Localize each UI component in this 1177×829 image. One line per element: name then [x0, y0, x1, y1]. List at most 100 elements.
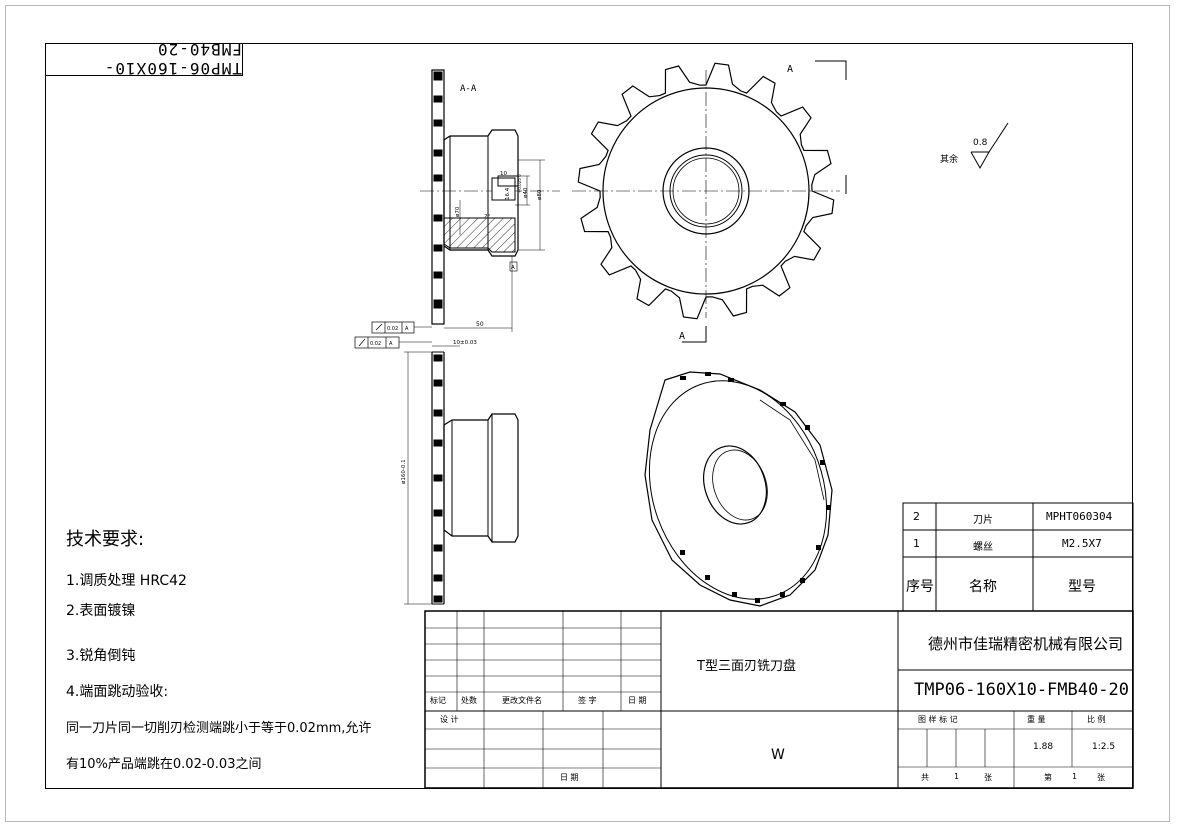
parts-row-no: 1: [913, 537, 920, 550]
insert-mark: [805, 425, 810, 430]
parts-row-model: M2.5X7: [1062, 537, 1102, 550]
insert-mark: [816, 545, 821, 550]
dim-160: ø160-0.1: [401, 459, 407, 484]
iso-insert-marks: [680, 372, 831, 603]
tech-item: 2.表面镀镍: [66, 603, 136, 619]
insert-mark: [433, 595, 443, 603]
tech-item: 有10%产品端跳在0.02-0.03之间: [66, 757, 262, 772]
runout-datum-2: A: [389, 341, 393, 347]
insert-mark: [433, 379, 443, 387]
parts-row-model: MPHT060304: [1046, 510, 1113, 523]
insert-mark: [433, 409, 443, 417]
rev-header-count: 处数: [461, 696, 477, 705]
dim-length-50: 50: [476, 321, 484, 328]
parts-row-no: 2: [913, 510, 920, 523]
tech-item: 3.锐角倒钝: [66, 648, 136, 664]
tech-item: 同一刀片同一切削刃检测端跳小于等于0.02mm,允许: [66, 721, 372, 736]
parts-row-name: 刀片: [973, 515, 993, 526]
scale-label: 比 例: [1087, 715, 1106, 724]
section-view-aa: [354, 69, 560, 349]
total-label: 共: [921, 773, 929, 782]
insert-mark: [433, 544, 443, 552]
total-sheets: 1: [954, 772, 960, 781]
side-view: [404, 345, 519, 605]
runout-value-2: 0.02: [370, 341, 381, 347]
insert-mark: [705, 372, 711, 376]
insert-mark: [433, 509, 443, 517]
tech-title: 技术要求:: [66, 529, 145, 550]
insert-mark: [433, 149, 443, 157]
weight-label: 重 量: [1027, 715, 1046, 724]
runout-value-1: 0.02: [387, 326, 398, 332]
rev-header-sign: 签 字: [578, 696, 597, 705]
insert-mark: [433, 174, 443, 182]
part-title: T型三面刃铣刀盘: [697, 659, 796, 674]
tech-item: 4.端面跳动验收:: [66, 684, 169, 700]
sheet-unit: 张: [1097, 773, 1105, 782]
insert-mark: [800, 578, 805, 583]
side-insert-marks: [433, 354, 443, 603]
dim-angle: 2°: [484, 214, 490, 220]
insert-mark: [433, 354, 443, 362]
dim-70: ø70: [455, 206, 461, 217]
insert-mark: [680, 376, 686, 380]
insert-mark: [433, 299, 443, 309]
insert-mark: [433, 119, 443, 127]
insert-mark: [732, 592, 737, 597]
tech-item: 1.调质处理 HRC42: [66, 573, 187, 589]
roughness-prefix: 其余: [940, 153, 958, 165]
runout-arrow-icon: [358, 338, 366, 347]
dim-16-4: 16.4: [505, 187, 511, 200]
insert-mark: [433, 474, 443, 482]
parts-header-no: 序号: [906, 579, 934, 595]
weight-value: 1.88: [1033, 742, 1054, 752]
dim-40: ø40: [523, 187, 529, 198]
runout-datum-1: A: [405, 326, 409, 332]
insert-mark: [433, 574, 443, 582]
design-label: 设 计: [440, 715, 459, 724]
sheet-label: 第: [1044, 773, 1052, 782]
drawing-number: TMP06-160X10-FMB40-20: [914, 680, 1129, 700]
insert-mark: [826, 505, 831, 510]
insert-mark: [433, 271, 443, 279]
insert-mark: [728, 378, 734, 382]
dim-40-tol: +0.025 0: [517, 174, 522, 193]
parts-row-name: 螺丝: [973, 542, 993, 553]
rev-header-date: 日 期: [628, 696, 647, 705]
insert-mark: [433, 71, 443, 81]
insert-mark: [433, 244, 443, 252]
isometric-view: [644, 371, 833, 607]
rev-header-file: 更改文件名: [502, 696, 542, 705]
insert-mark: [705, 575, 710, 580]
dim-80: ø80: [537, 189, 543, 200]
insert-mark: [755, 598, 760, 603]
front-view: [572, 60, 847, 343]
roughness-value: 0.8: [973, 138, 988, 148]
scale-value: 1:2.5: [1092, 742, 1116, 752]
insert-mark: [433, 214, 443, 222]
total-sheet-unit: 张: [984, 773, 992, 782]
rev-header-mark: 标记: [430, 696, 446, 705]
insert-mark: [820, 460, 825, 465]
insert-mark: [780, 402, 786, 406]
insert-mark: [780, 592, 785, 597]
dim-width-10: 10±0.03: [453, 340, 477, 346]
view-label-top: A: [787, 64, 793, 75]
sheet-number: 1: [1072, 772, 1078, 781]
datum-a: A: [511, 265, 515, 271]
insert-mark: [433, 95, 443, 103]
parts-header-name: 名称: [969, 579, 997, 595]
insert-marks: [433, 71, 443, 309]
material: W: [771, 747, 785, 763]
title-block: [424, 610, 1134, 789]
outer-frame: [5, 5, 1170, 822]
dim-10: 10: [500, 171, 507, 177]
view-label-bottom: A: [679, 331, 685, 342]
insert-mark: [680, 550, 685, 555]
insert-mark: [433, 439, 443, 447]
company-name: 德州市佳瑞精密机械有限公司: [928, 635, 1124, 653]
section-label: A-A: [460, 84, 477, 94]
parts-header-model: 型号: [1068, 579, 1096, 595]
roughness-symbol: [970, 122, 1009, 170]
